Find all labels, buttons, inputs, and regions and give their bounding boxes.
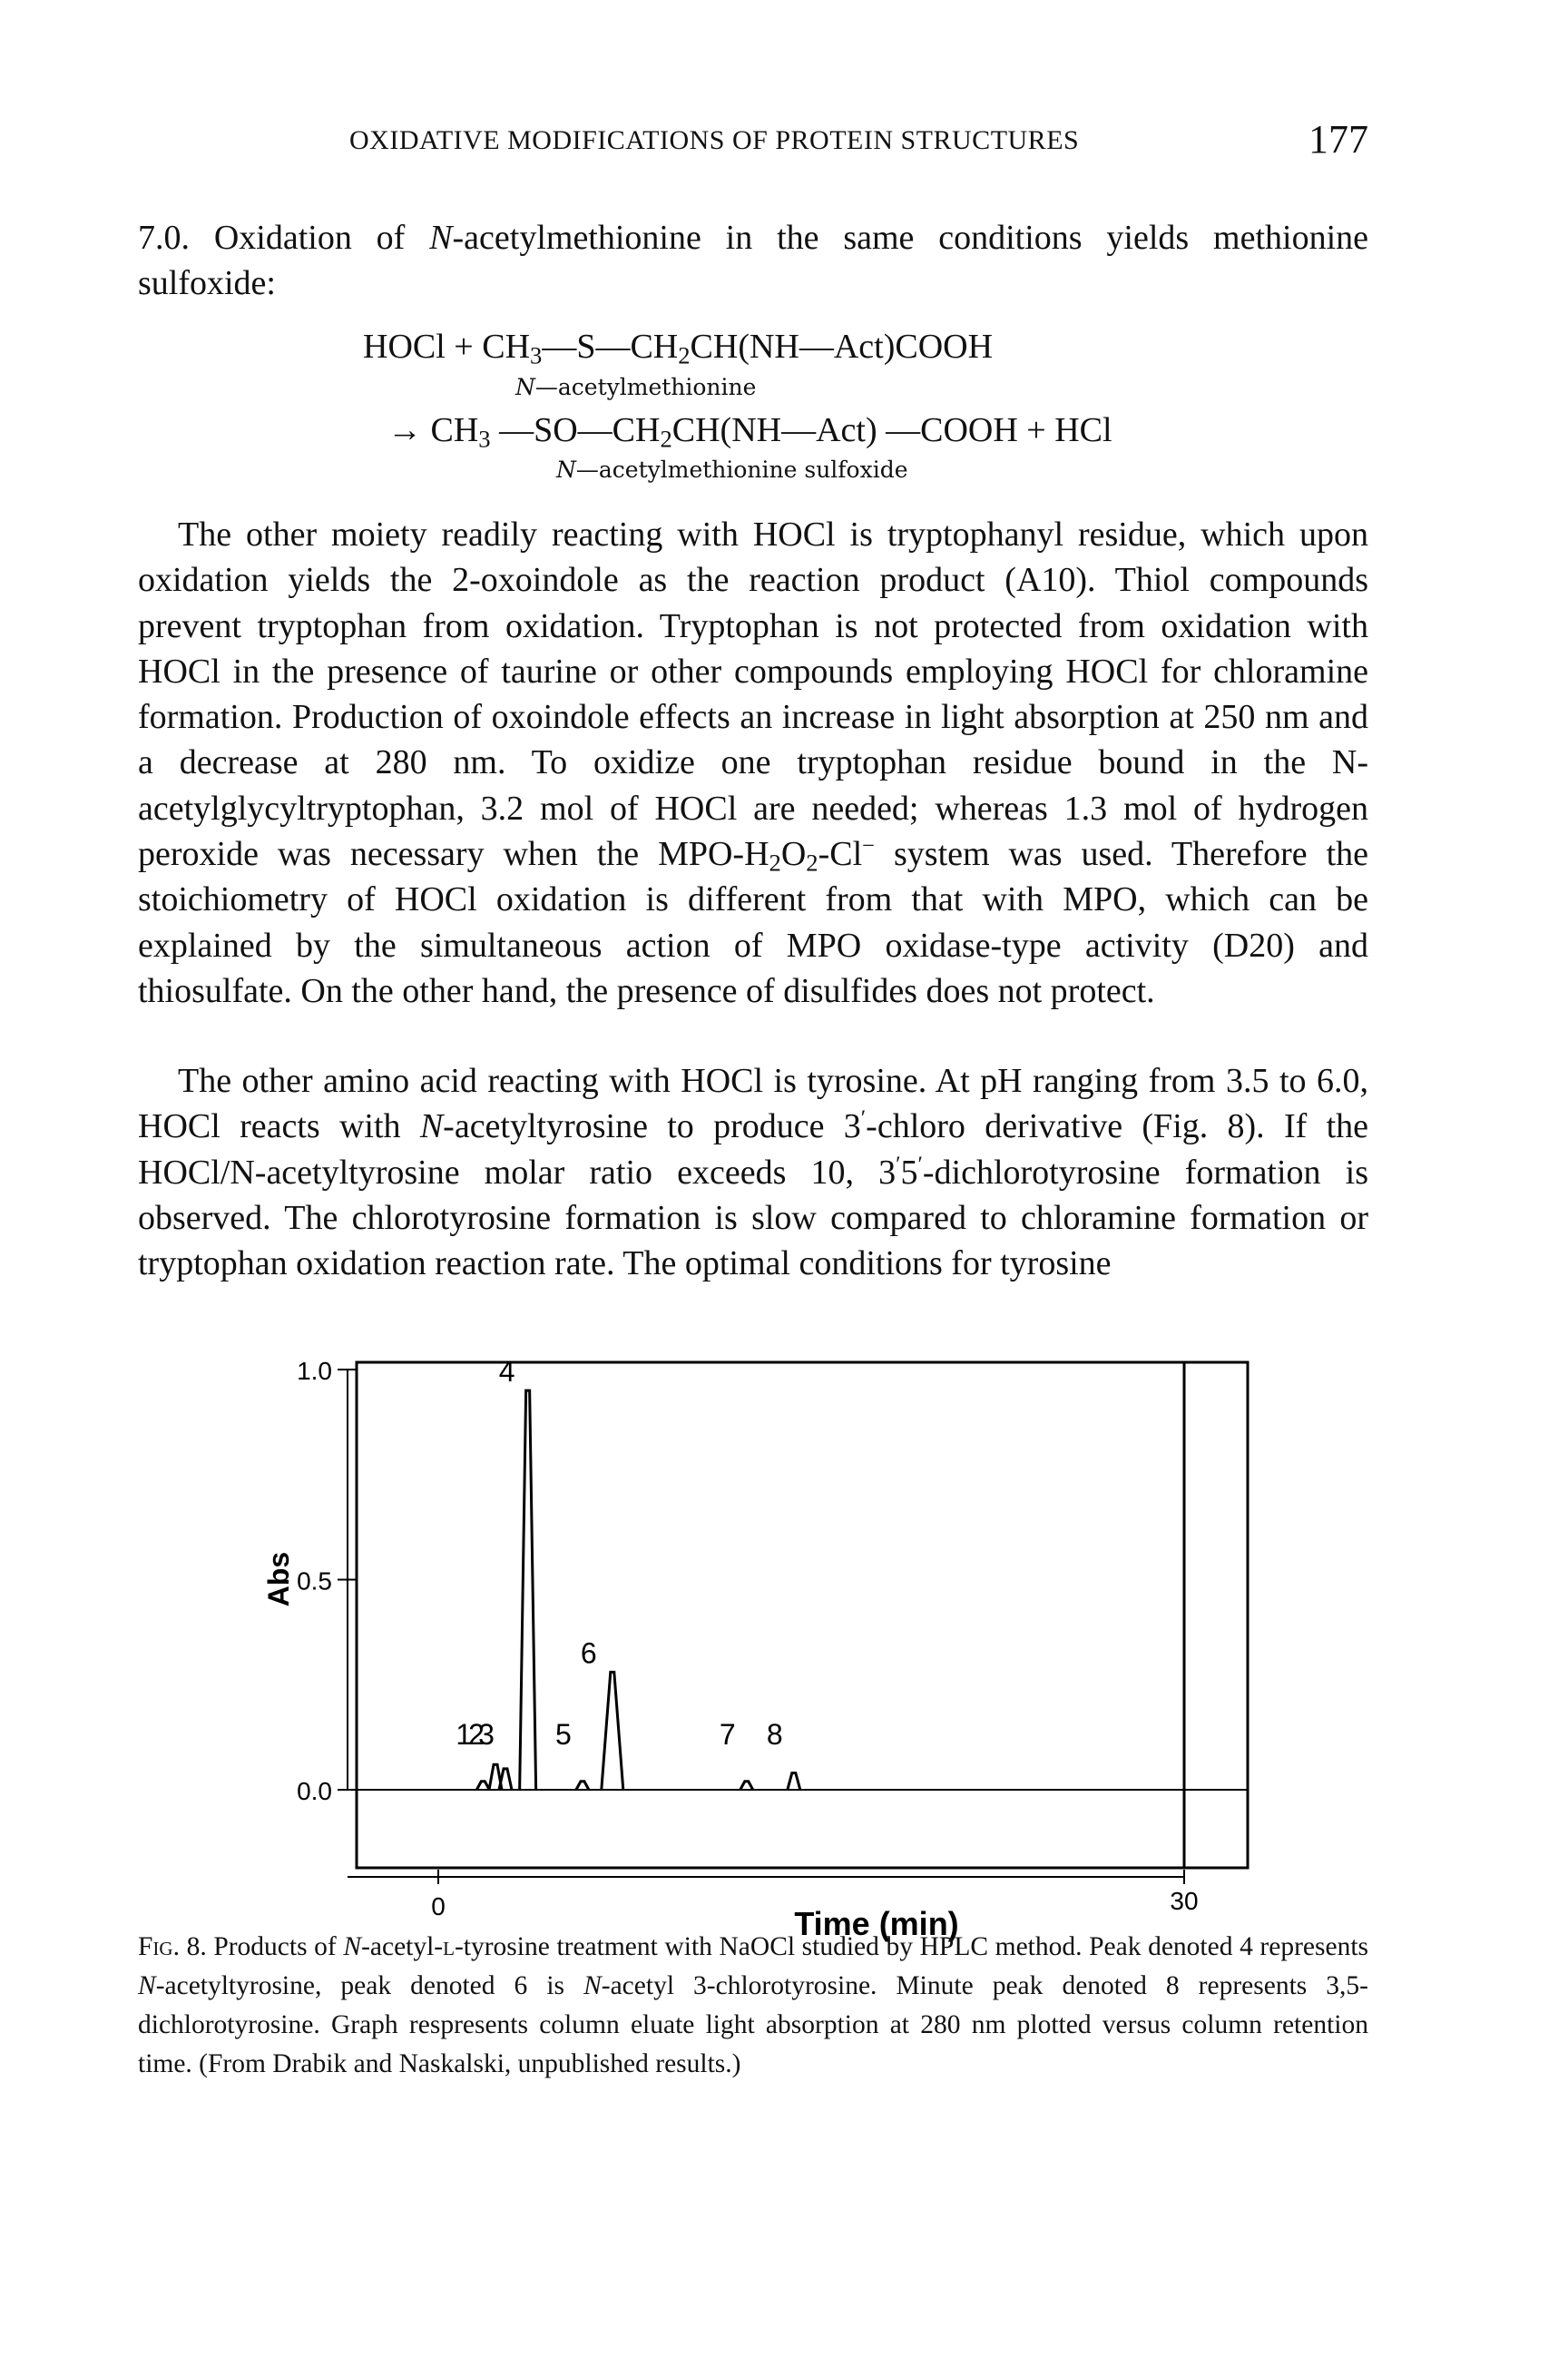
intro-paragraph: 7.0. Oxidation of N-acetylmethionine in … (138, 215, 1368, 307)
caption-text-d: -acetyltyrosine, peak denoted 6 is (155, 1971, 584, 2000)
caption-text-e: -acetyl 3-chlorotyrosine. Minute peak de… (138, 1971, 1368, 2078)
eq2-b: —SO—CH (490, 411, 661, 449)
y-axis-label: Abs (262, 1552, 295, 1606)
para1-sup: − (862, 833, 876, 859)
para1-text-a: The other moiety readily reacting with H… (138, 516, 1368, 874)
running-header: OXIDATIVE MODIFICATIONS OF PROTEIN STRUC… (138, 116, 1368, 171)
y-tick-label-0: 0.0 (297, 1777, 332, 1805)
para2-prime3: ′ (917, 1152, 923, 1177)
y-tick-label-1: 0.5 (297, 1567, 332, 1596)
eq1-c: CH(NH—Act)COOH (690, 328, 994, 366)
para2-prime1: ′ (860, 1105, 867, 1131)
eq-label1-text: —acetylmethionine (534, 374, 757, 400)
peak-label-1: 1 (456, 1718, 472, 1751)
equation-label-1: N—acetylmethionine (515, 374, 756, 400)
eq1-sub2: 2 (678, 341, 691, 369)
para1-text-c: -Cl (818, 835, 863, 874)
para2-prime2: ′ (896, 1152, 901, 1177)
para2-text-a: The other amino acid reacting with HOCl … (138, 1062, 1368, 1146)
eq2-a: → CH (387, 411, 479, 449)
eq-label2-text: —acetylmethionine sulfoxide (575, 457, 908, 483)
para1-sub2: 2 (806, 849, 818, 877)
x-tick-label-0: 0 (431, 1892, 446, 1920)
eq1-a: HOCl + CH (363, 328, 531, 366)
peak-2 (487, 1763, 504, 1791)
para1-text-d: system was used. Therefore the stoichiom… (138, 835, 1368, 1010)
para2-text-e: -dichlorotyrosine formation is observed.… (138, 1153, 1368, 1283)
eq-label1-n: N (515, 374, 535, 400)
body-paragraph-2: The other amino acid reacting with HOCl … (138, 1058, 1368, 1286)
intro-text-b: -acetylmethionine in the same conditions… (138, 219, 1368, 303)
eq2-sub2: 2 (660, 425, 672, 453)
caption-text-a: Products of (206, 1932, 344, 1961)
caption-text-c: -tyrosine treatment with NaOCl studied b… (454, 1932, 1369, 1961)
x-tick-label-30: 30 (1170, 1887, 1198, 1915)
x-axis-label: Time (min) (794, 1905, 958, 1942)
intro-text-a: 7.0. Oxidation of (138, 219, 430, 257)
caption-l: l (443, 1932, 455, 1961)
plot-frame (355, 1360, 1250, 1870)
para2-italic-n: N (419, 1107, 444, 1146)
figure-caption: Fig. 8. Products of N-acetyl-l-tyrosine … (138, 1928, 1368, 2084)
peak-label-3: 3 (478, 1718, 495, 1751)
peak-5 (574, 1780, 591, 1791)
para2-text-c: -chloro derivative (Fig. 8). If the HOCl… (138, 1107, 1368, 1192)
y-tick-label-2: 1.0 (297, 1357, 332, 1385)
peak-1 (475, 1780, 491, 1791)
peak-label-5: 5 (555, 1718, 572, 1751)
body-paragraph-1: The other moiety readily reacting with H… (138, 512, 1368, 1014)
equation-label-2: N—acetylmethionine sulfoxide (556, 457, 908, 483)
eq2-c: CH(NH—Act) —COOH + HCl (671, 411, 1112, 449)
equation-line-1: HOCl + CH3—S—CH2CH(NH—Act)COOH (363, 327, 994, 369)
peak-8 (786, 1771, 802, 1791)
peak-7 (739, 1780, 755, 1791)
para1-sub1: 2 (769, 849, 781, 877)
para1-text-b: O (780, 835, 807, 874)
caption-text-b: -acetyl- (361, 1932, 444, 1961)
peak-label-6: 6 (581, 1636, 597, 1669)
page-number: 177 (1308, 117, 1368, 162)
caption-n1: N (343, 1932, 362, 1961)
eq-label2-n: N (556, 457, 576, 483)
caption-n2: N (138, 1971, 156, 2000)
peak-label-7: 7 (720, 1718, 736, 1751)
equation-line-2: → CH3 —SO—CH2CH(NH—Act) —COOH + HCl (387, 410, 1112, 453)
peak-3 (497, 1767, 514, 1791)
caption-fig-number: . 8. (172, 1932, 207, 1961)
peak-6 (600, 1670, 625, 1791)
eq2-sub: 3 (478, 425, 491, 453)
caption-n3: N (583, 1971, 602, 2000)
peak-label-4: 4 (499, 1355, 515, 1388)
peak-4 (518, 1389, 538, 1791)
para2-text-b: -acetyltyrosine to produce 3 (443, 1107, 861, 1146)
intro-italic-n: N (429, 219, 453, 257)
caption-fig-label: Fig (138, 1932, 173, 1961)
eq1-b: —S—CH (542, 328, 679, 366)
eq1-sub: 3 (530, 341, 543, 369)
running-title: OXIDATIVE MODIFICATIONS OF PROTEIN STRUC… (349, 125, 1080, 155)
peak-label-2: 2 (468, 1718, 485, 1751)
peak-label-8: 8 (767, 1718, 783, 1751)
para2-text-d: 5 (900, 1153, 918, 1192)
